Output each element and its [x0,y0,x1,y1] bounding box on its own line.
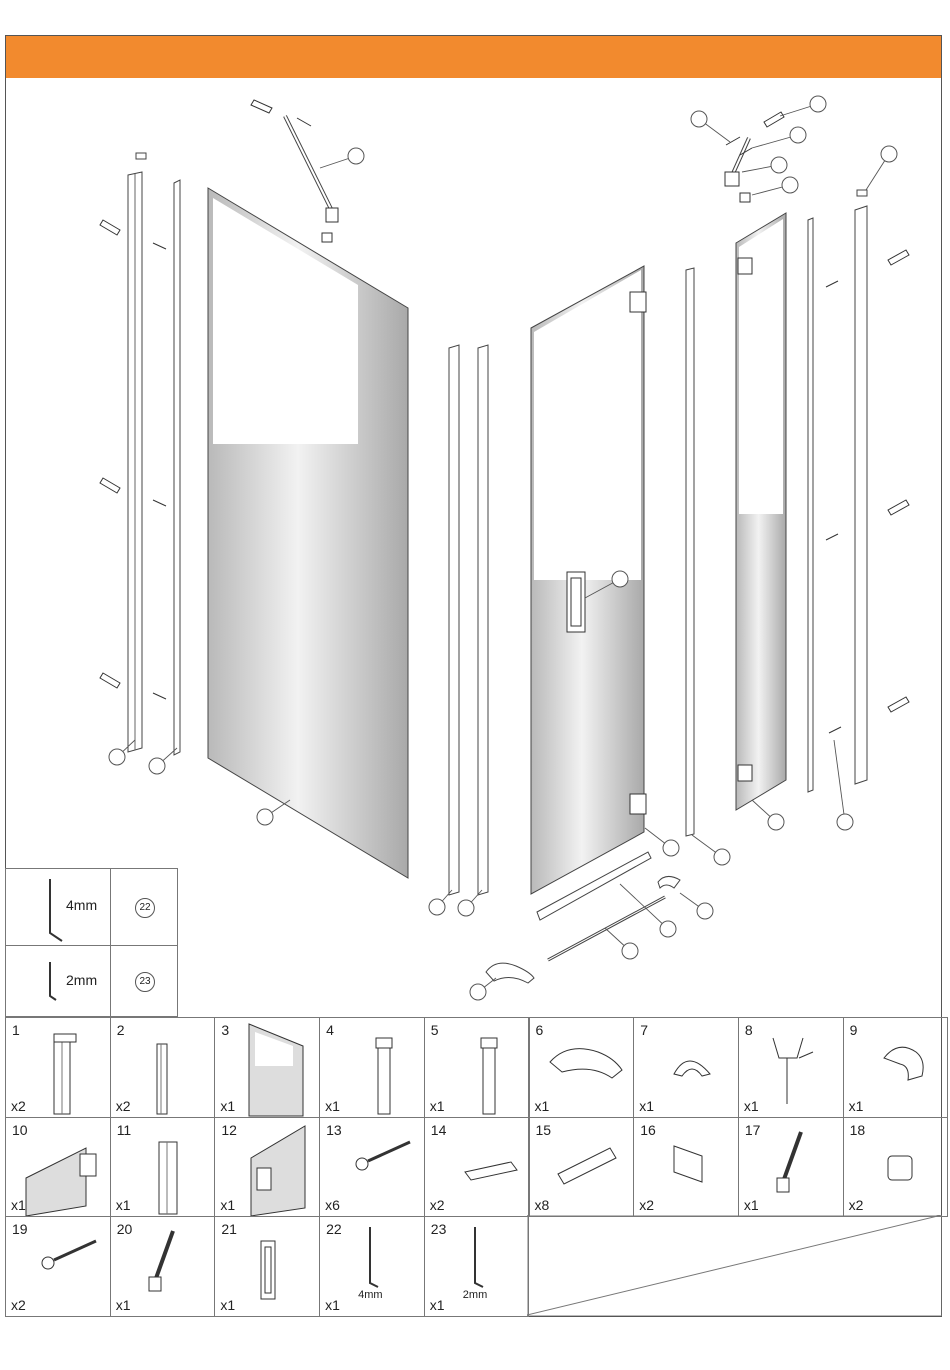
part-number: 13 [326,1122,342,1138]
part-quantity: x8 [535,1197,550,1213]
part-number: 17 [745,1122,761,1138]
tool-key-number-cell: 22 [110,868,178,946]
part-quantity: x6 [325,1197,340,1213]
part-number: 19 [12,1221,28,1237]
part-cell-3: 3 x1 [214,1017,320,1118]
part-quantity: x1 [430,1098,445,1114]
part-caption: 4mm [358,1289,382,1301]
part-cell-22: 22 x1 4mm [319,1216,425,1317]
right-wall-channel [808,190,867,792]
fixed-glass-panel [208,188,408,878]
tool-number-badge: 23 [135,972,155,992]
part-quantity: x2 [11,1098,26,1114]
tool-key-cell: 4mm [5,868,111,946]
part-number: 4 [326,1022,334,1038]
part-cell-17: 17 x1 [738,1117,844,1218]
part-number: 2 [117,1022,125,1038]
part-cell-20: 20 x1 [110,1216,216,1317]
tool-size-label: 4mm [66,897,97,913]
part-quantity: x1 [116,1197,131,1213]
part-quantity: x1 [535,1098,550,1114]
part-number: 1 [12,1022,20,1038]
part-quantity: x2 [11,1297,26,1313]
part-quantity: x1 [11,1197,26,1213]
part-number: 10 [12,1122,28,1138]
part-quantity: x1 [325,1098,340,1114]
part-quantity: x2 [639,1197,654,1213]
part-cell-1: 1 x2 [5,1017,111,1118]
left-wall-channel [174,180,180,755]
part-number: 15 [536,1122,552,1138]
part-number: 14 [431,1122,447,1138]
part-quantity: x1 [430,1297,445,1313]
left-wall-profile [128,153,146,752]
part-cell-2: 2 x2 [110,1017,216,1118]
magnetic-profile [686,268,694,836]
part-number: 8 [745,1022,753,1038]
exploded-assembly-diagram [0,0,950,1015]
part-number: 18 [850,1122,866,1138]
part-cell-5: 5 x1 [424,1017,530,1118]
part-cell-13: 13 x6 [319,1117,425,1218]
support-arm-left [251,100,338,242]
part-number: 7 [640,1022,648,1038]
part-number: 5 [431,1022,439,1038]
side-panel [736,213,786,810]
part-cell-10: 10 x1 [5,1117,111,1218]
empty-cell-diagonal [527,1215,942,1316]
part-cell-16: 16 x2 [633,1117,739,1218]
part-cell-4: 4 x1 [319,1017,425,1118]
bottom-guide-parts [486,852,680,983]
part-quantity: x1 [220,1197,235,1213]
part-quantity: x1 [849,1098,864,1114]
part-quantity: x1 [744,1098,759,1114]
part-cell-11: 11 x1 [110,1117,216,1218]
door-panel [531,266,646,894]
part-cell-21: 21 x1 [214,1216,320,1317]
part-quantity: x1 [744,1197,759,1213]
part-number: 6 [536,1022,544,1038]
tool-number-badge: 22 [135,898,155,918]
part-cell-19: 19 x2 [5,1216,111,1317]
part-number: 23 [431,1221,447,1237]
tool-key-number-cell: 23 [110,945,178,1017]
part-quantity: x1 [325,1297,340,1313]
part-number: 12 [221,1122,237,1138]
part-number: 9 [850,1022,858,1038]
part-quantity: x1 [639,1098,654,1114]
part-cell-9: 9 x1 [843,1017,949,1118]
part-quantity: x1 [116,1297,131,1313]
part-cell-7: 7 x1 [633,1017,739,1118]
part-caption: 2mm [463,1289,487,1301]
part-number: 16 [640,1122,656,1138]
part-number: 11 [117,1122,132,1138]
part-cell-15: 15 x8 [529,1117,635,1218]
part-cell-23: 23 x1 2mm [424,1216,530,1317]
part-number: 20 [117,1221,133,1237]
part-cell-18: 18 x2 [843,1117,949,1218]
tool-key-cell: 2mm [5,945,111,1017]
part-number: 21 [221,1221,237,1237]
corner-profiles [449,345,488,895]
part-number: 3 [221,1022,229,1038]
part-quantity: x2 [430,1197,445,1213]
part-cell-8: 8 x1 [738,1017,844,1118]
part-quantity: x2 [116,1098,131,1114]
part-cell-14: 14 x2 [424,1117,530,1218]
part-quantity: x1 [220,1098,235,1114]
part-quantity: x2 [849,1197,864,1213]
part-cell-12: 12 x1 [214,1117,320,1218]
part-quantity: x1 [220,1297,235,1313]
tool-size-label: 2mm [66,972,97,988]
part-number: 22 [326,1221,342,1237]
part-cell-6: 6 x1 [529,1017,635,1118]
